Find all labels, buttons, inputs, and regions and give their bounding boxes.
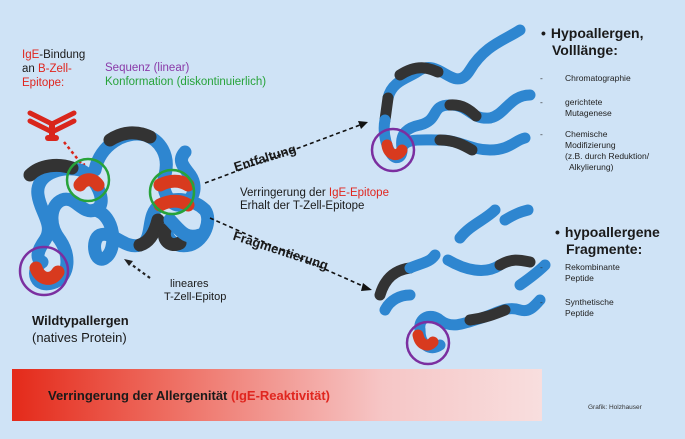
antibody-icon bbox=[27, 110, 77, 141]
section1-title-line1: Hypoallergen, bbox=[550, 25, 644, 41]
fragments-section: •hypoallergene Fragmente: bbox=[555, 224, 660, 258]
protein-fragments bbox=[374, 204, 551, 354]
ige-binding-label: IgE-Bindung an B-Zell- Epitope: bbox=[22, 48, 85, 90]
binding-text: -Bindung bbox=[39, 49, 86, 61]
item-peptides: Peptide bbox=[565, 273, 594, 283]
section2-title-line2: Fragmente: bbox=[566, 241, 643, 257]
conformation-label: Konformation (diskontinuierlich) bbox=[105, 76, 267, 88]
sequence-label: Sequenz (linear) bbox=[105, 62, 190, 74]
linear-epitope-circle bbox=[405, 320, 451, 366]
linear-t-cell-arrow bbox=[124, 259, 151, 279]
wildtype-title: Wildtypallergen bbox=[32, 313, 129, 328]
bar-text-ige: (IgE-Reaktivität) bbox=[231, 388, 330, 403]
wildtype-subtitle: (natives Protein) bbox=[32, 330, 127, 345]
conformation-epitope-circle bbox=[148, 168, 196, 216]
t-cell-epitope-text: T-Zell-Epitop bbox=[164, 291, 227, 303]
hypoallergen-section: •Hypoallergen, Volllänge: bbox=[541, 25, 644, 59]
item-directed: gerichtete bbox=[565, 97, 603, 107]
dash-icon: - bbox=[540, 73, 543, 83]
linear-t-cell-label: lineares T-Zell-Epitop bbox=[164, 278, 226, 304]
item-synthetic: Synthetische bbox=[565, 297, 614, 307]
unfolded-protein-chain bbox=[378, 24, 536, 164]
dash-icon: - bbox=[540, 129, 543, 139]
bullet-icon: • bbox=[555, 224, 560, 240]
item-alkylation: Alkylierung) bbox=[569, 162, 614, 172]
dash-icon: - bbox=[540, 297, 543, 307]
conformation-epitope-circle bbox=[65, 157, 111, 203]
linear-epitope-circle bbox=[18, 245, 70, 297]
bar-label: Verringerung der Allergenität (IgE-Reakt… bbox=[48, 388, 330, 403]
credit-label: Grafik: Holzhauser bbox=[588, 404, 642, 411]
allergenicity-reduction-bar bbox=[12, 369, 542, 421]
section-title: •Hypoallergen, Volllänge: bbox=[541, 25, 644, 59]
reduction-text: Verringerung der bbox=[240, 187, 329, 199]
retention-label: Erhalt der T-Zell-Epitope bbox=[240, 200, 365, 212]
item-modification: Modifizierung bbox=[565, 140, 616, 150]
b-cell-text: B-Zell- bbox=[38, 63, 72, 75]
epitope-text: Epitope: bbox=[22, 77, 65, 89]
ige-epitope-text: IgE-Epitope bbox=[328, 187, 389, 199]
item-recombinant: Rekombinante bbox=[565, 262, 620, 272]
fragmentation-arrow bbox=[209, 217, 372, 291]
bullet-icon: • bbox=[541, 25, 546, 41]
an-text: an bbox=[22, 63, 38, 75]
linear-text: lineares bbox=[170, 278, 209, 290]
reduction-label: Verringerung der IgE-Epitope bbox=[240, 186, 389, 200]
item-reduction: (z.B. durch Reduktion/ bbox=[565, 151, 650, 161]
ige-text: IgE bbox=[22, 49, 40, 61]
section2-title-line1: hypoallergene bbox=[564, 224, 660, 240]
dash-icon: - bbox=[540, 262, 543, 272]
bar-text-main: Verringerung der Allergenität bbox=[48, 388, 232, 403]
dash-icon: - bbox=[540, 97, 543, 107]
wildtype-protein-chain bbox=[23, 126, 215, 291]
item-peptides-2: Peptide bbox=[565, 308, 594, 318]
item-chemical: Chemische bbox=[565, 129, 608, 139]
item-chromatography: Chromatographie bbox=[565, 73, 631, 83]
item-mutagenesis: Mutagenese bbox=[565, 108, 612, 118]
unfolding-arrow bbox=[204, 121, 368, 184]
section1-title-line2: Volllänge: bbox=[552, 42, 618, 58]
linear-epitope-circle bbox=[370, 127, 416, 173]
section-title: •hypoallergene Fragmente: bbox=[555, 224, 660, 258]
